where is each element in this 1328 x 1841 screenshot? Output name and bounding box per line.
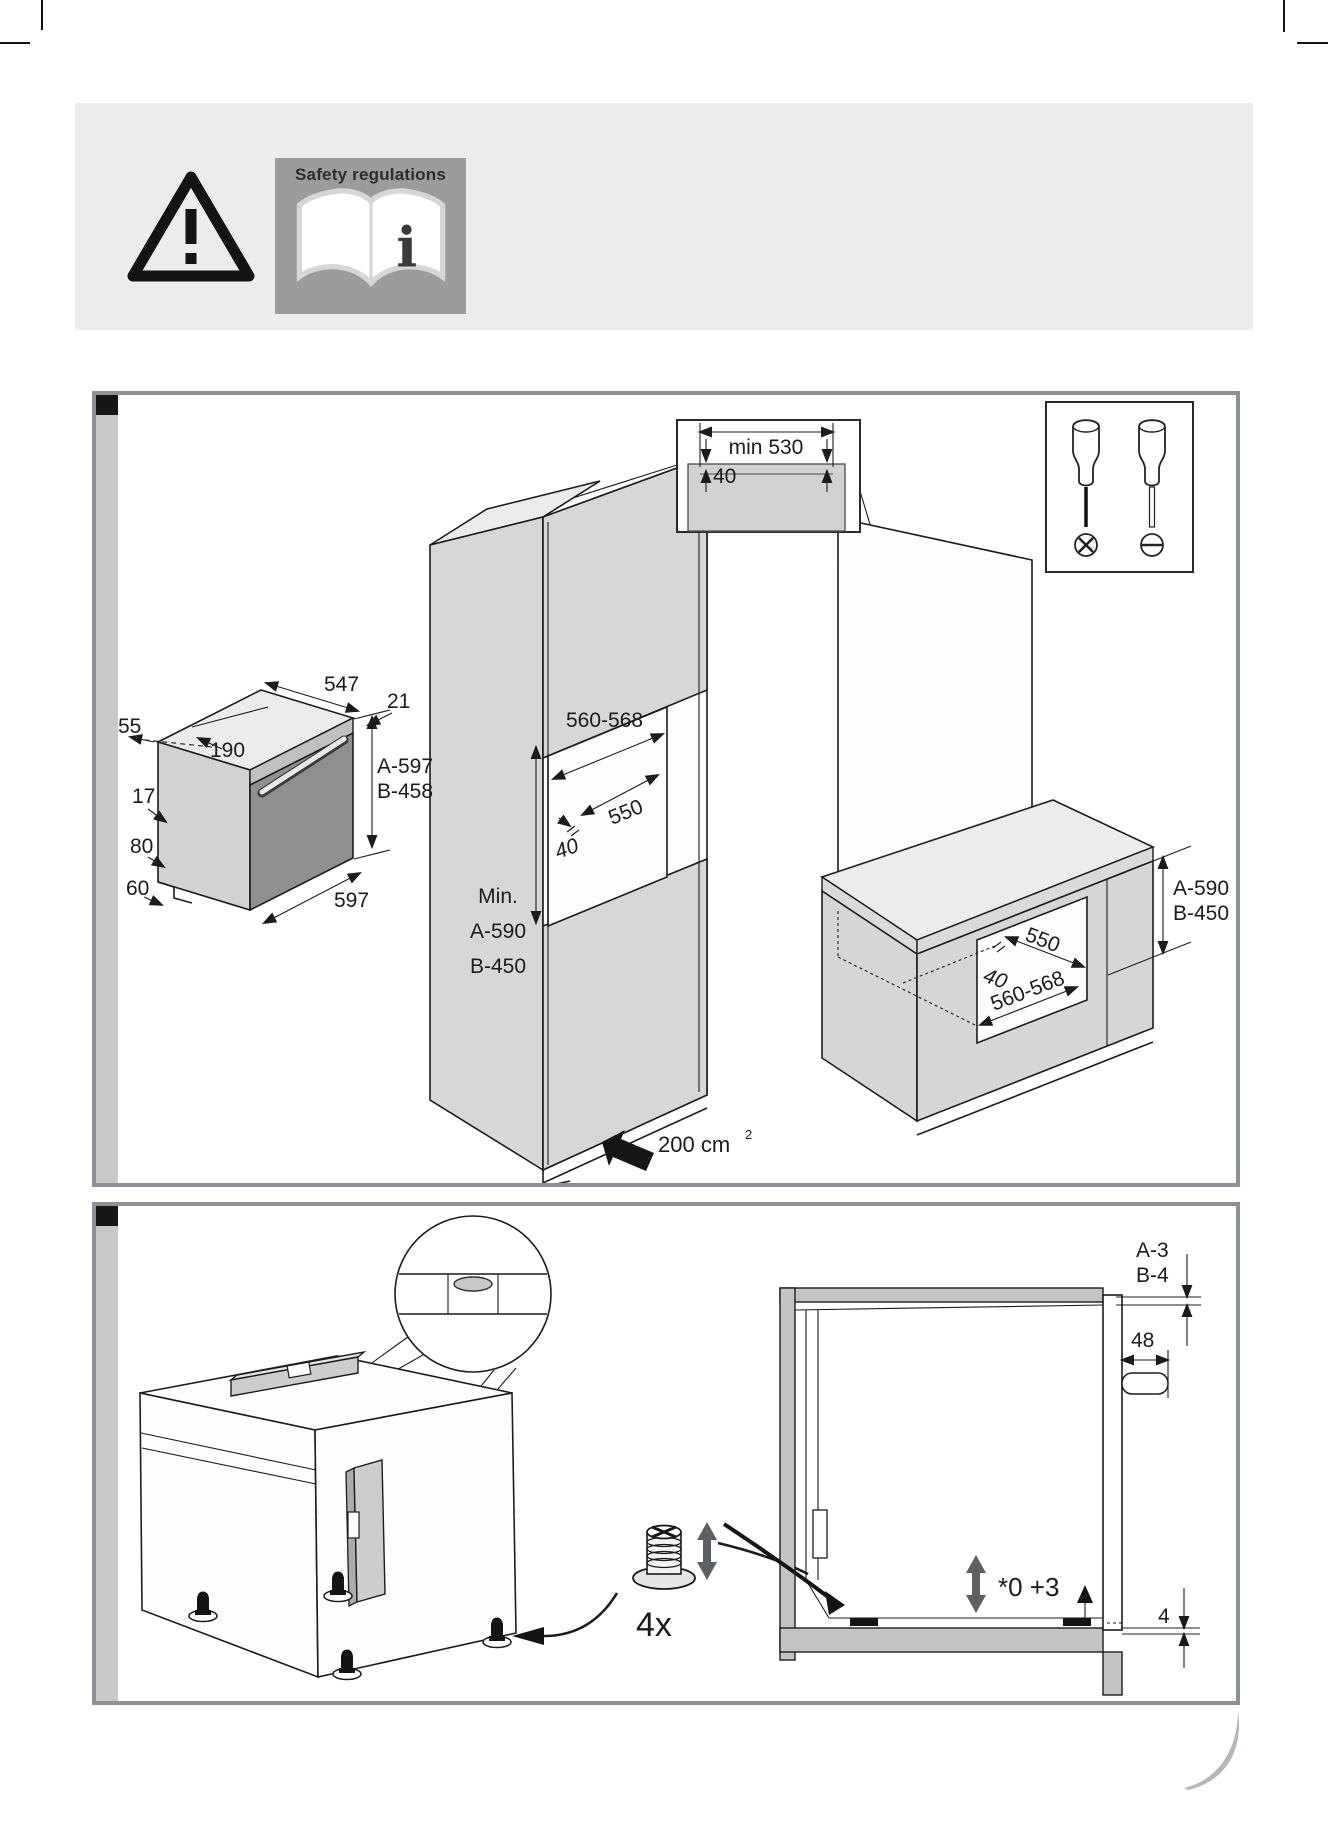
dim-cabinet-height-a-label: A-590 xyxy=(1173,877,1229,900)
vertical-spirit-level xyxy=(345,1459,386,1608)
dim-cabinet-height-b-label: B-450 xyxy=(1173,902,1229,925)
tall-column-cabinet xyxy=(429,455,708,1183)
required-tools-box xyxy=(1045,401,1194,573)
pointer-arrowhead xyxy=(512,1627,544,1645)
horizontal-spirit-level xyxy=(228,1350,367,1397)
vent-area-exponent: 2 xyxy=(745,1127,752,1142)
exclamation-bar xyxy=(185,209,197,244)
info-glyph: i xyxy=(396,215,417,279)
cabinet-side-below xyxy=(1102,1651,1123,1696)
dim-handle-depth-label: 48 xyxy=(1131,1329,1154,1352)
adjustable-foot-detail: 4x xyxy=(512,1522,809,1645)
dim-depth-label: 547 xyxy=(324,673,359,696)
foot-pointer-arrow xyxy=(722,1522,834,1602)
dim-niche-width-label: 560-568 xyxy=(566,709,643,732)
oven-levelling-drawing xyxy=(139,1350,517,1681)
dim-bottom-gap-label: 4 xyxy=(1158,1605,1170,1628)
crop-mark xyxy=(0,42,30,44)
pointer-arc xyxy=(717,1541,809,1576)
foot-section xyxy=(1063,1618,1091,1626)
step-marker xyxy=(96,395,118,415)
dim-min-label: Min. xyxy=(478,885,518,908)
dim-gap-b-label: B-4 xyxy=(1136,1264,1169,1287)
oven-door xyxy=(249,731,354,912)
oven-dimension-drawing xyxy=(155,689,356,912)
crop-mark xyxy=(1283,0,1285,32)
cabinet-left-section xyxy=(779,1287,796,1661)
cabinet-bottom-section xyxy=(779,1627,1104,1653)
header-banner: Safety regulations i xyxy=(75,103,1253,330)
crop-mark xyxy=(1297,42,1328,44)
dim-inset-width-label: min 530 xyxy=(729,436,804,459)
door-handle-section xyxy=(812,1509,828,1559)
safety-regulations-box: Safety regulations i xyxy=(275,158,466,314)
column-upper-door xyxy=(542,455,708,760)
ventilation-callout: 200 cm 2 xyxy=(602,1127,752,1171)
dimensions-panel: 560-568 Min. A-590 B-450 550 40 200 cm 2 xyxy=(92,391,1240,1187)
dim-height-b-label: B-458 xyxy=(377,780,433,803)
tools-frame xyxy=(1045,401,1194,573)
dim-base-depth-label: 60 xyxy=(126,877,149,900)
oven-base-step xyxy=(157,881,193,904)
warning-triangle-icon xyxy=(127,171,255,282)
oven-front-frame-section xyxy=(1102,1294,1123,1631)
oven-left-side xyxy=(157,740,251,912)
page-curl-icon xyxy=(1184,1710,1240,1790)
levelling-screw-icon xyxy=(632,1524,696,1590)
panel-side-strip xyxy=(96,1206,118,1701)
dim-inset-depth-label: 40 xyxy=(713,465,736,488)
dim-base-height-label: 80 xyxy=(130,835,153,858)
vent-area-label: 200 cm xyxy=(658,1132,730,1157)
inset-recess xyxy=(687,463,846,532)
dim-recess-label: 190 xyxy=(210,739,245,762)
manual-book-icon: i xyxy=(296,188,445,288)
column-base-notch xyxy=(542,1170,571,1183)
dim-gap-label: 17 xyxy=(132,785,155,808)
dim-height-a-label: A-597 xyxy=(377,755,433,778)
dim-width-label: 597 xyxy=(334,889,369,912)
height-adjust-arrow-icon xyxy=(697,1522,717,1580)
dim-gap-a-label: A-3 xyxy=(1136,1239,1169,1262)
phillips-screwdriver-icon xyxy=(1072,419,1100,557)
handle-profile xyxy=(1121,1372,1169,1395)
pointer-arc xyxy=(543,1592,619,1638)
column-left-side xyxy=(429,515,544,1172)
adjust-range-arrow-icon xyxy=(966,1555,986,1613)
dim-overhang-label: 55 xyxy=(118,715,141,738)
cabinet-top-section xyxy=(779,1287,1104,1303)
levelling-panel: 4x xyxy=(92,1202,1240,1705)
crop-mark xyxy=(41,0,43,30)
flat-screwdriver-icon xyxy=(1138,419,1166,557)
feet-count-label: 4x xyxy=(636,1606,672,1644)
oven-top-recess-line xyxy=(191,706,269,728)
oven-handle xyxy=(259,736,347,795)
panel-side-strip xyxy=(96,395,118,1183)
exclamation-dot xyxy=(185,253,197,264)
built-in-dimensions-diagram: 560-568 Min. A-590 B-450 550 40 200 cm 2 xyxy=(118,401,1229,1183)
installation-cross-section: *0 +3 A-3 B-4 48 4 xyxy=(722,1239,1201,1696)
dim-min-a-label: A-590 xyxy=(470,920,526,943)
dim-min-b-label: B-450 xyxy=(470,955,526,978)
adjust-range-label: *0 +3 xyxy=(998,1572,1059,1602)
foot-section xyxy=(850,1618,878,1626)
oven-dimensions: 55 547 21 190 17 A-597 B-458 80 60 xyxy=(118,673,433,925)
magnifier-circle xyxy=(394,1215,552,1373)
dim-offset-label: 21 xyxy=(387,690,410,713)
level-bubble xyxy=(453,1276,493,1292)
oven-bottom-face xyxy=(314,1392,517,1678)
lift-arrow xyxy=(1077,1585,1093,1603)
triangle-outline xyxy=(127,171,255,282)
foot-pointer-arrowhead xyxy=(825,1591,845,1615)
cabinet-plinth-line xyxy=(916,1041,1154,1136)
step-marker xyxy=(96,1206,118,1226)
niche-detail-inset: min 530 40 xyxy=(676,419,861,533)
vent-arrow xyxy=(602,1130,654,1171)
oven-front-face xyxy=(139,1392,319,1679)
safety-regulations-title: Safety regulations xyxy=(295,165,446,184)
levelling-diagram: 4x xyxy=(139,1215,1201,1696)
